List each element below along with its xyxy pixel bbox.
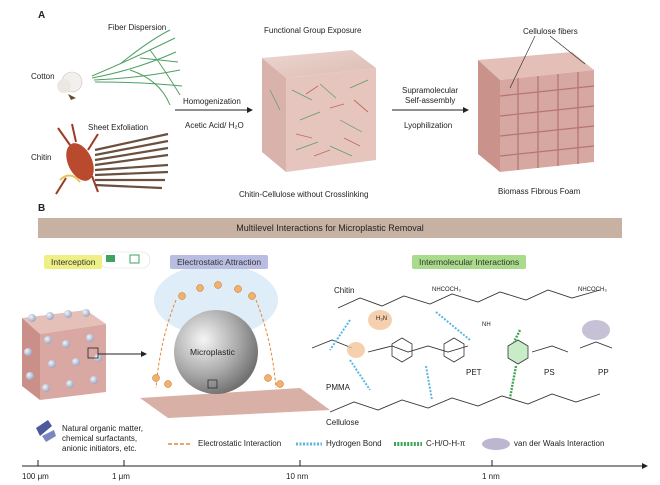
scale-100um: 100 μm [22, 472, 49, 481]
legend-natural-1: Natural organic matter, [62, 424, 143, 433]
self-assembly-label: Self-assembly [405, 96, 456, 105]
porous-foam-cube [22, 309, 106, 400]
cellulose-label-b: Cellulose [326, 418, 359, 427]
electrostatic-scene [140, 264, 330, 418]
chitin-cellulose-cube [262, 50, 376, 172]
nhcoch3-label-2: NHCOCH₃ [578, 287, 607, 293]
interception-icons [99, 251, 151, 269]
lyophilization-label: Lyophilization [404, 121, 453, 130]
cotton-icon [57, 71, 83, 100]
cellulose-fibers-label: Cellulose fibers [523, 27, 578, 36]
nhcoch3-label-1: NHCOCH₃ [432, 287, 461, 293]
pmma-label: PMMA [326, 383, 350, 392]
functional-group-exposure-label: Functional Group Exposure [264, 26, 362, 35]
electrostatic-attraction-tag: Electrostatic Attraction [170, 255, 269, 269]
fiber-dispersion-label: Fiber Dispersion [108, 23, 167, 32]
sheet-exfoliation-label: Sheet Exfoliation [88, 123, 149, 132]
pet-label: PET [466, 368, 482, 377]
pp-label: PP [598, 368, 609, 377]
natural-organic-icon [36, 420, 56, 442]
scale-1nm: 1 nm [482, 472, 500, 481]
legend-hydrogen: Hydrogen Bond [326, 439, 382, 448]
legend-ch-pi: C-H/O-H-π [426, 439, 466, 448]
chitin-label-a: Chitin [31, 153, 52, 162]
nh-label: NH [482, 322, 491, 328]
h3n-label: H₃N [376, 316, 388, 322]
chitin-label-b: Chitin [334, 286, 355, 295]
chitin-sheets-icon [94, 132, 169, 190]
biomass-foam-label: Biomass Fibrous Foam [498, 187, 581, 196]
fiber-dispersion-icon [91, 29, 183, 106]
legend-electrostatic: Electrostatic Interaction [198, 439, 282, 448]
scale-1um: 1 μm [112, 472, 130, 481]
legend-natural-2: chemical surfactants, [62, 434, 138, 443]
panel-b-letter: B [38, 203, 46, 214]
supramolecular-label: Supramolecular [402, 86, 459, 95]
acetic-acid-label: Acetic Acid/ H₂O [185, 121, 244, 130]
intermolecular-interactions-tag: Intermolecular Interactions [412, 255, 527, 269]
legend-natural-3: anionic initiators, etc. [62, 444, 137, 453]
interception-tag: Interception [44, 255, 103, 269]
chitin-cellulose-label: Chitin-Cellulose without Crosslinking [239, 190, 369, 199]
biomass-foam-cube [478, 35, 595, 172]
homogenization-label: Homogenization [183, 97, 241, 106]
molecular-structures [311, 289, 613, 413]
scale-10nm: 10 nm [286, 472, 309, 481]
microplastic-label: Microplastic [190, 347, 235, 357]
legend-vdw: van der Waals Interaction [514, 439, 605, 448]
cotton-label: Cotton [31, 72, 55, 81]
chitin-icon [55, 123, 99, 195]
scale-bar [22, 460, 648, 469]
vdw-legend-blob [482, 438, 510, 450]
panel-a-letter: A [38, 10, 46, 21]
panel-b-banner: Multilevel Interactions for Microplastic… [38, 218, 622, 238]
ps-label: PS [544, 368, 555, 377]
